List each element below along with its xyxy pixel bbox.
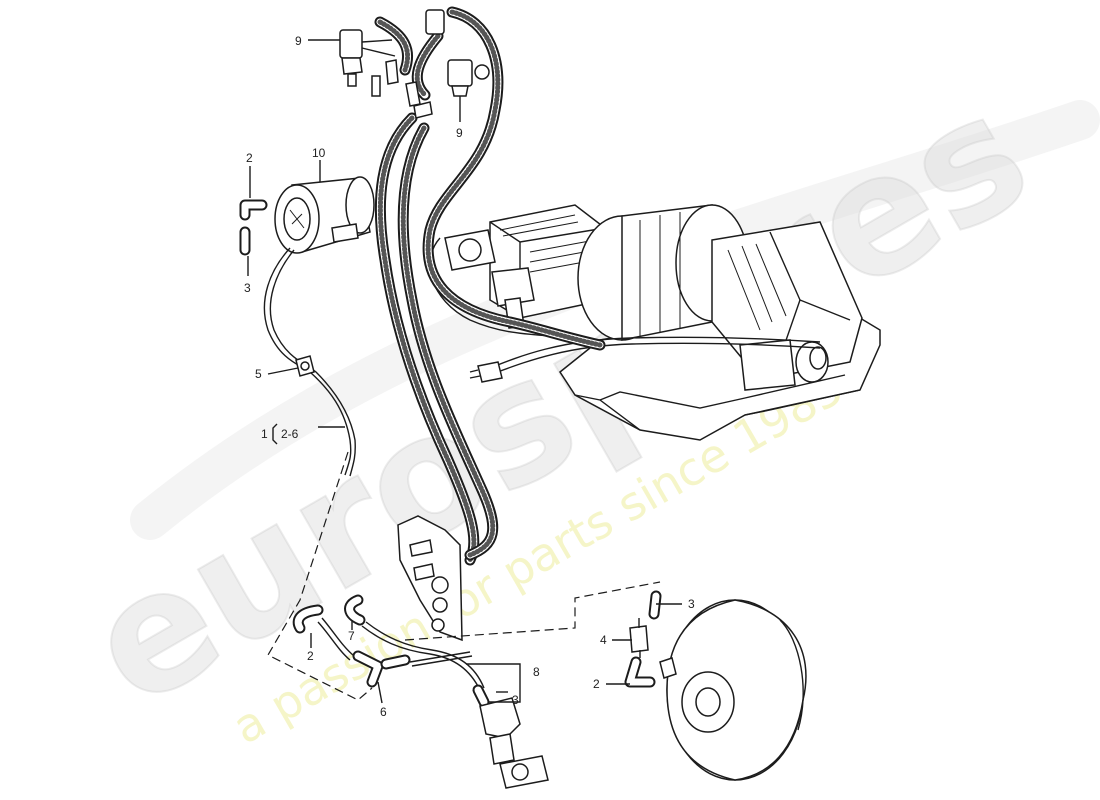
callout-2-top: 2: [246, 151, 253, 165]
transmission-assembly: [429, 204, 881, 441]
solenoid-valve-left: [339, 29, 399, 97]
callout-9-left: 9: [295, 34, 302, 48]
watermark-brand: eurospares: [59, 56, 1058, 744]
hose-bracket: [397, 515, 463, 642]
callout-3-bottom: 3: [512, 693, 519, 707]
booster-hose-parts: [624, 590, 662, 688]
leader-lines: [247, 39, 682, 704]
callout-3-top: 3: [244, 281, 251, 295]
callout-7: 7: [348, 629, 355, 643]
callout-labels: 9 9 10 2 3 5 1 2-6 7 2 6 8 3 3 4 2: [244, 34, 695, 719]
solenoid-valve-right: [405, 9, 490, 119]
callout-4: 4: [600, 633, 607, 647]
hose-pieces-left: [239, 199, 268, 256]
callout-9-right: 9: [456, 126, 463, 140]
callout-6: 6: [380, 705, 387, 719]
watermark: eurospares a passion for parts since 198…: [58, 55, 1100, 755]
brake-booster: [659, 599, 807, 781]
callout-1: 1: [261, 427, 268, 441]
callout-2-bottom: 2: [307, 649, 314, 663]
callout-8: 8: [533, 665, 540, 679]
lower-hose-assembly: [292, 594, 549, 789]
reservoir-pipe: [263, 247, 356, 477]
vacuum-hoses: [374, 6, 606, 566]
callout-10: 10: [312, 146, 326, 160]
dashed-connectors: [267, 451, 661, 701]
callout-5: 5: [255, 367, 262, 381]
vacuum-reservoir: [274, 176, 375, 254]
callout-3-right: 3: [688, 597, 695, 611]
callout-1-range: 2-6: [281, 427, 299, 441]
callout-2-right: 2: [593, 677, 600, 691]
